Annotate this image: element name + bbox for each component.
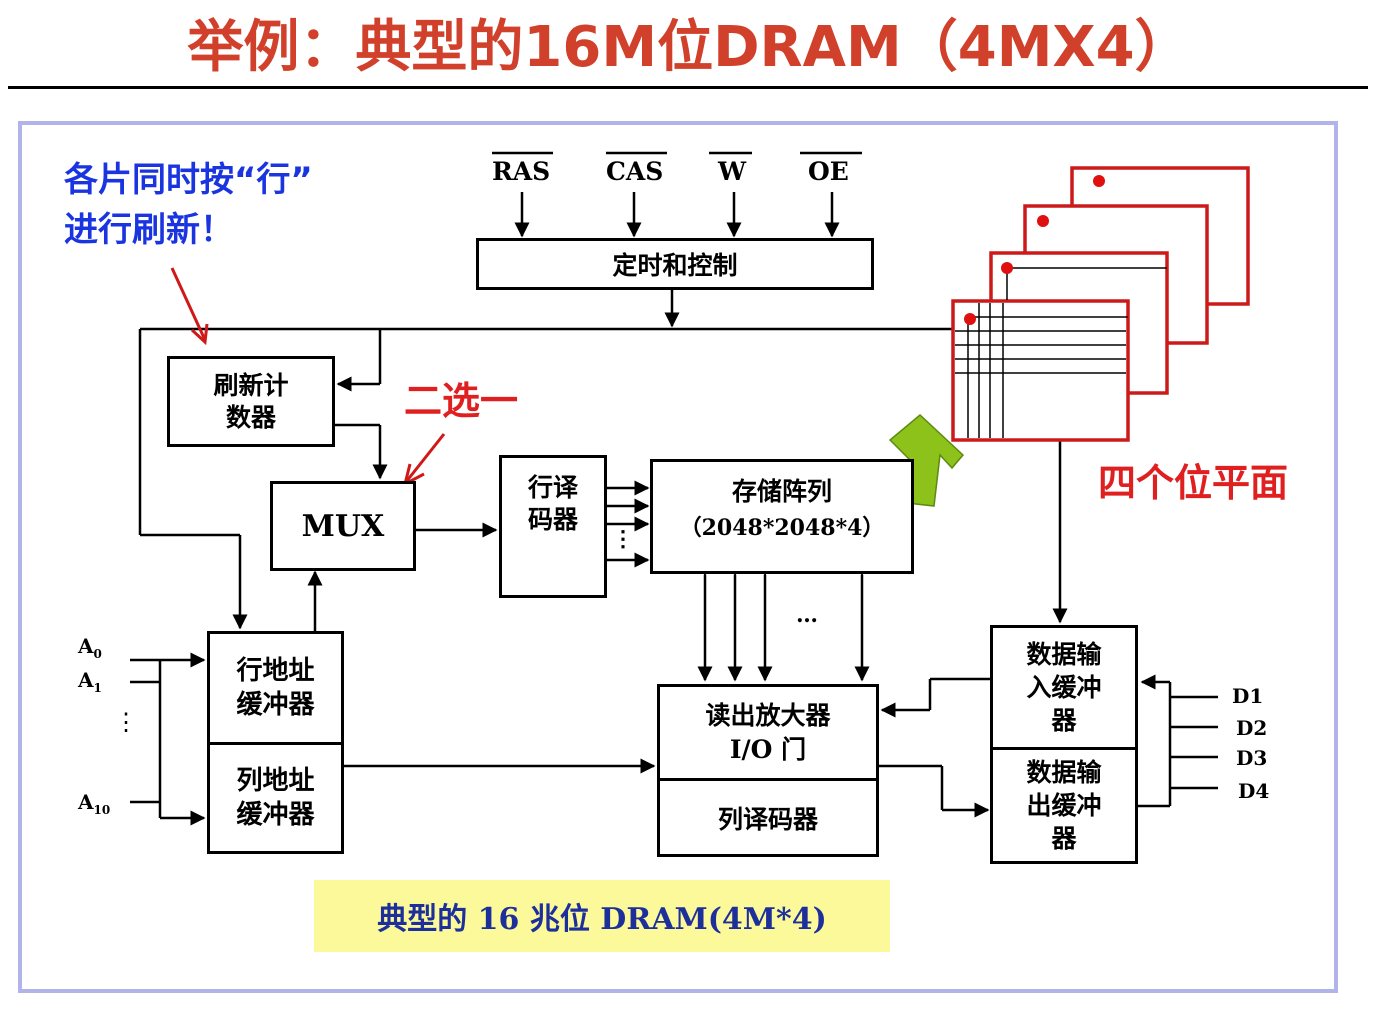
column-decoder-block: 列译码器 (657, 778, 879, 857)
row-address-buffer-label-2: 缓冲器 (236, 690, 315, 720)
data-output-buffer-label-1: 数据输 (1026, 758, 1102, 787)
timing-control-block: 定时和控制 (476, 238, 874, 290)
data-input-buffer-label-3: 器 (1051, 706, 1077, 735)
diagram-frame (18, 121, 1338, 993)
storage-array-label-2: （2048*2048*4） (679, 515, 885, 541)
title-divider (8, 86, 1368, 89)
column-decoder-label: 列译码器 (717, 804, 818, 834)
mux-label: MUX (301, 508, 385, 544)
signal-ras: RAS (492, 157, 551, 186)
column-address-buffer-block: 列地址 缓冲器 (207, 742, 344, 854)
row-decoder-label-1: 行译 (527, 473, 578, 502)
sense-amplifier-label-2: I/O 门 (729, 734, 807, 764)
column-lines-dots: … (796, 602, 818, 628)
refresh-counter-label-2: 数器 (225, 402, 276, 432)
column-address-buffer-label-1: 列地址 (236, 766, 315, 796)
refresh-counter-label-1: 刷新计 (213, 370, 289, 400)
data-pin-d4: D4 (1238, 779, 1270, 803)
data-input-buffer-label-2: 入缓冲 (1026, 673, 1102, 702)
data-output-buffer-label-2: 出缓冲 (1026, 791, 1102, 820)
diagram-caption: 典型的 16 兆位 DRAM(4M*4) (314, 880, 890, 952)
address-pin-a0: A0 (78, 634, 102, 661)
mux-note: 二选一 (404, 379, 519, 423)
mux-block: MUX (270, 481, 416, 571)
bit-planes-graphic (951, 166, 1250, 442)
data-pin-d1: D1 (1232, 684, 1264, 708)
row-decoder-block: 行译 码器 (499, 455, 607, 598)
address-pin-dots: ⋮ (114, 708, 138, 736)
bit-planes-note: 四个位平面 (1098, 461, 1289, 505)
signal-cas: CAS (606, 157, 664, 186)
page-title: 举例：典型的16M位DRAM（4MX4） (187, 15, 1191, 80)
data-pin-d3: D3 (1236, 746, 1268, 770)
sense-amplifier-block: 读出放大器 I/O 门 (657, 684, 879, 781)
data-pin-d2: D2 (1236, 716, 1268, 740)
data-output-buffer-block: 数据输 出缓冲 器 (990, 747, 1138, 864)
row-address-buffer-block: 行地址 缓冲器 (207, 631, 344, 745)
timing-control-label: 定时和控制 (612, 251, 738, 280)
signal-w: W (718, 157, 747, 186)
storage-array-block: 存储阵列 （2048*2048*4） (650, 459, 914, 574)
column-address-buffer-label-2: 缓冲器 (236, 800, 315, 830)
row-decoder-label-2: 码器 (527, 505, 578, 534)
row-lines-dots: ⋮ (612, 526, 634, 552)
storage-array-label-1: 存储阵列 (731, 477, 832, 506)
data-input-buffer-block: 数据输 入缓冲 器 (990, 625, 1138, 750)
data-output-buffer-label-3: 器 (1051, 824, 1077, 853)
row-address-buffer-label-1: 行地址 (236, 656, 315, 686)
sense-amplifier-label-1: 读出放大器 (705, 700, 831, 730)
refresh-note-line2: 进行刷新！ (64, 210, 234, 250)
refresh-counter-block: 刷新计 数器 (167, 356, 335, 447)
refresh-note-line1: 各片同时按“行” (64, 160, 313, 200)
address-pin-a1: A1 (78, 668, 102, 695)
signal-oe: OE (808, 157, 849, 186)
data-input-buffer-label-1: 数据输 (1026, 640, 1102, 669)
address-pin-a10: A10 (78, 790, 111, 817)
